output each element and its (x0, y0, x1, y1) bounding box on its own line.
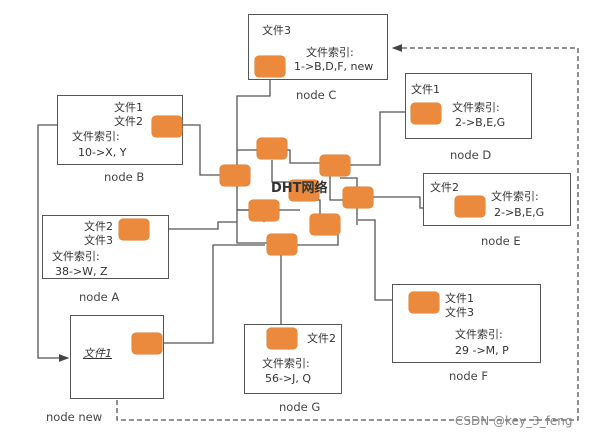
wire-b (183, 124, 222, 176)
dht-node[interactable] (249, 200, 279, 221)
node-a-label: node A (79, 290, 120, 304)
node-g-peer[interactable] (267, 328, 297, 349)
node-b-file-2: 文件2 (114, 115, 143, 128)
watermark: CSDN @key_3_feng (455, 414, 573, 428)
node-a-peer[interactable] (119, 219, 149, 240)
dht-node[interactable] (320, 155, 350, 176)
node-c-peer[interactable] (255, 56, 285, 77)
node-d-index: 2->B,E,G (455, 116, 506, 129)
node-e-index-title: 文件索引: (491, 190, 539, 203)
node-d-index-title: 文件索引: (452, 101, 500, 114)
node-g-file-1: 文件2 (307, 332, 336, 345)
node-e-index: 2->B,E,G (494, 206, 545, 219)
node-g-label: node G (279, 400, 321, 414)
dashed-update-path (116, 44, 579, 421)
dht-node[interactable] (343, 187, 373, 208)
dht-node[interactable] (310, 214, 340, 235)
node-b-index: 10->X, Y (78, 146, 127, 159)
node-b-peer[interactable] (152, 116, 182, 137)
dht-node[interactable] (289, 180, 319, 201)
node-g-index: 56->J, Q (265, 372, 312, 385)
node-new-box (70, 315, 164, 399)
node-new-peer[interactable] (132, 333, 162, 354)
node-new-file-1: 文件1 (83, 347, 112, 360)
node-e-peer[interactable] (455, 196, 485, 217)
node-d-peer[interactable] (411, 103, 441, 124)
node-d-file-1: 文件1 (411, 83, 440, 96)
node-a-index-title: 文件索引: (52, 250, 100, 263)
node-b-index-title: 文件索引: (72, 130, 120, 143)
node-c-file-1: 文件3 (262, 24, 291, 37)
node-d-label: node D (450, 148, 492, 162)
node-new-label: node new (46, 410, 103, 424)
node-e-box (423, 173, 571, 226)
node-f-box (392, 284, 541, 363)
node-a-index: 38->W, Z (55, 265, 108, 278)
node-c-label: node C (296, 88, 337, 102)
node-a-file-1: 文件2 (84, 220, 113, 233)
node-f-index: 29 ->M, P (455, 344, 509, 357)
node-f-peer[interactable] (409, 292, 439, 313)
node-g-index-title: 文件索引: (262, 357, 310, 370)
wire-new (163, 244, 265, 344)
node-f-index-title: 文件索引: (455, 328, 503, 341)
node-e-file-1: 文件2 (430, 181, 459, 194)
node-f-file-1: 文件1 (445, 292, 474, 305)
wire-c (236, 78, 271, 175)
dht-node[interactable] (220, 165, 250, 186)
node-e-label: node E (481, 234, 521, 248)
wire-a (148, 221, 237, 230)
dht-network-title: DHT网络 (271, 181, 328, 196)
node-a-file-2: 文件3 (84, 234, 113, 247)
node-c-index: 1->B,D,F, new (294, 60, 374, 73)
node-c-index-title: 文件索引: (306, 46, 354, 59)
wire-d (350, 111, 410, 166)
dht-node[interactable] (257, 138, 287, 159)
dht-node[interactable] (267, 234, 297, 255)
node-f-label: node F (449, 369, 488, 383)
node-f-file-2: 文件3 (445, 306, 474, 319)
node-b-file-1: 文件1 (114, 101, 143, 114)
node-b-label: node B (104, 170, 145, 184)
